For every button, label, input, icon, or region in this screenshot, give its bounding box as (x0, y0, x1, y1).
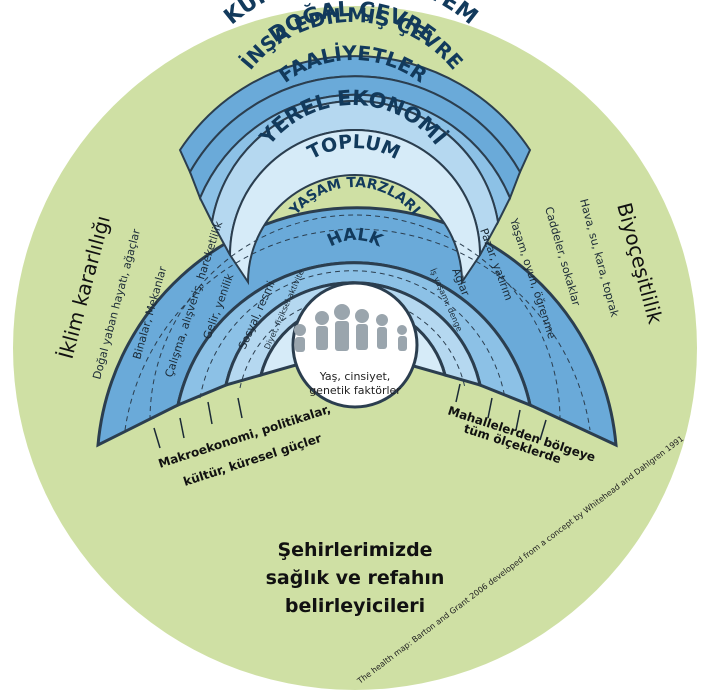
center-label-line-2: genetik faktörler (309, 384, 401, 397)
caption-line-2: sağlık ve refahın (266, 567, 445, 589)
band-strip-community (228, 129, 482, 286)
people-group-icon (294, 304, 407, 352)
caption-line-1: Şehirlerimizde (277, 539, 432, 561)
center-label-line-1: Yaş, cinsiyet, (319, 370, 391, 383)
caption-line-3: belirleyicileri (285, 595, 425, 617)
arrows (153, 383, 547, 449)
